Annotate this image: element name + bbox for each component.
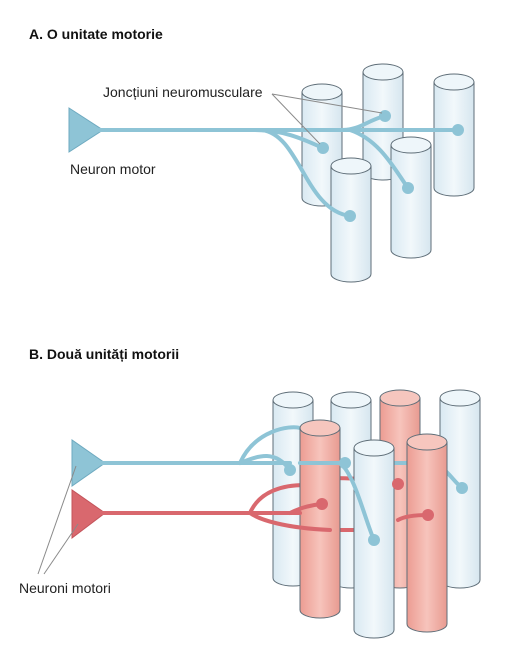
muscle-fiber-red: [299, 419, 341, 619]
label-junctions: Joncțiuni neuromusculare: [103, 84, 263, 100]
muscle-fiber: [330, 157, 372, 283]
muscle-fiber: [433, 73, 475, 197]
muscle-fiber: [390, 136, 432, 259]
leader-line: [271, 93, 383, 145]
panel-a-title: A. O unitate motorie: [29, 26, 163, 42]
muscle-fiber-red: [406, 433, 448, 633]
neuron-soma-red: [71, 489, 106, 540]
neuron-soma: [68, 107, 104, 153]
label-neurons-motor: Neuroni motori: [19, 580, 111, 596]
panel-a-diagram: [68, 63, 475, 283]
neuromuscular-junction: [317, 110, 464, 222]
neuron-soma-blue: [71, 439, 106, 487]
panel-b-title: B. Două unități motorii: [29, 346, 180, 362]
leader-line: [37, 465, 79, 575]
panel-b-diagram: [37, 389, 481, 639]
label-neuron-motor: Neuron motor: [70, 161, 156, 177]
neuromuscular-junction-blue: [284, 457, 468, 546]
neuromuscular-junction-red: [316, 478, 434, 521]
